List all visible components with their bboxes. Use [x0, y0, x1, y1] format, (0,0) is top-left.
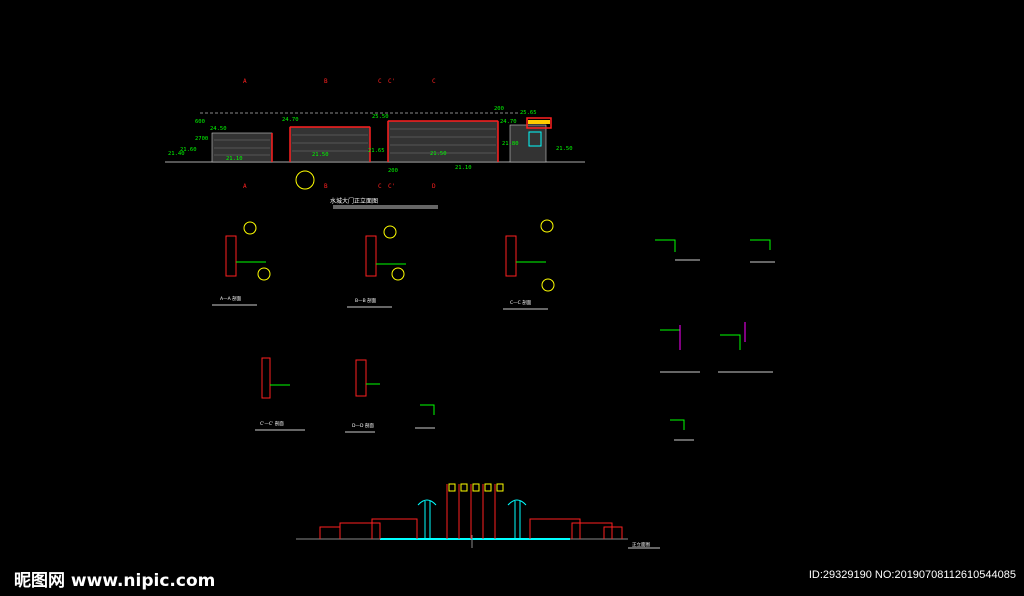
watermark-id: ID:29329190 NO:20190708112610544085 — [808, 569, 1016, 581]
marker-c2-top: C' — [388, 78, 395, 85]
main-elevation: A B C C' C A B C C' D 21.40 21.60 24.50 … — [165, 78, 585, 209]
level-label: 21.10 — [455, 165, 472, 171]
section-details: A—A 剖面 B—B 剖面 C—C 剖面 C'—C' 剖面 D—D 剖面 — [212, 219, 775, 441]
detail-label: B—B 剖面 — [355, 297, 377, 304]
level-label: 21.10 — [226, 156, 243, 162]
dim-label: 2700 — [195, 136, 208, 142]
level-label: 25.50 — [372, 114, 389, 120]
dim-label: 200 — [388, 168, 398, 174]
bottom-elevation-label: 正立面图 — [632, 541, 650, 548]
level-label: 21.50 — [430, 151, 447, 157]
marker-a-bottom: A — [243, 183, 247, 190]
detail-label: C'—C' 剖面 — [260, 420, 284, 427]
level-label: 25.65 — [520, 110, 537, 116]
level-label: 21.50 — [556, 146, 573, 152]
marker-a-top: A — [243, 78, 247, 85]
dim-label: 600 — [195, 119, 205, 125]
level-label: 21.40 — [168, 151, 185, 157]
elevation-title: 水城大门正立面图 — [330, 197, 378, 205]
level-label: 21.80 — [502, 141, 519, 147]
marker-c2-bottom: C' — [388, 183, 395, 190]
bottom-elevation: 正立面图 — [296, 483, 660, 549]
detail-label: D—D 剖面 — [352, 422, 374, 429]
level-label: 21.50 — [312, 152, 329, 158]
marker-c-top: C — [378, 78, 382, 85]
watermark-site: 昵图网 www.nipic.com — [14, 571, 216, 591]
level-label: 21.65 — [368, 148, 385, 154]
level-label: 24.50 — [210, 126, 227, 132]
marker-b-top: B — [324, 78, 328, 85]
level-label: 21.60 — [180, 147, 197, 153]
detail-label: C—C 剖面 — [510, 299, 532, 306]
level-label: 24.70 — [282, 117, 299, 123]
detail-label: A—A 剖面 — [220, 295, 242, 302]
level-label: 24.70 — [500, 119, 517, 125]
marker-d-bottom: D — [432, 183, 436, 190]
marker-c3-top: C — [432, 78, 436, 85]
marker-b-bottom: B — [324, 183, 328, 190]
marker-c-bottom: C — [378, 183, 382, 190]
dim-label: 200 — [494, 106, 504, 112]
